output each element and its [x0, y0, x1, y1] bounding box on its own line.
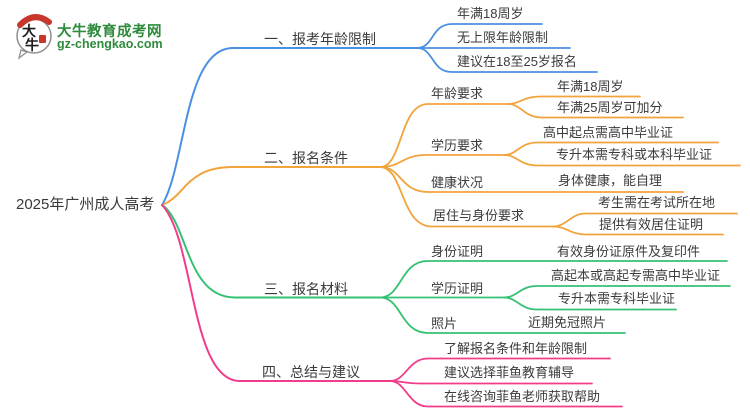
branch1-lines [161, 23, 598, 206]
branch1-leaf2-label: 无上限年龄限制 [457, 30, 549, 45]
branch2-trunk-line [161, 166, 381, 206]
branch4-leaf2-line [389, 380, 593, 385]
branch1-trunk-line [161, 47, 418, 206]
branch2-sub3-label: 健康状况 [431, 175, 484, 190]
branch3-sub1-label: 身份证明 [431, 244, 484, 259]
branch2-sub2-leaf2-label: 专升本需专科或本科毕业证 [556, 147, 713, 162]
branch1-leaf1-label: 年满18周岁 [457, 6, 524, 21]
branch1-label: 一、报考年龄限制 [264, 31, 376, 47]
branch2-sub3-leaf1-label: 身体健康，能自理 [558, 173, 663, 188]
branch3-sub1-line [379, 260, 728, 299]
branch4-leaf3-line [389, 380, 623, 408]
logo-icon-char-top: 大 [22, 23, 36, 39]
branch2-sub4-leaf2-line [552, 225, 724, 236]
branch3-sub2-label: 学历证明 [431, 281, 484, 296]
branch3-sub2-leaf1-label: 高起本或高起专需高中毕业证 [551, 268, 721, 283]
branch4-lines [161, 204, 623, 408]
branch3-trunk-line [161, 204, 381, 299]
branch2-sub2-leaf1-label: 高中起点需高中毕业证 [543, 125, 674, 140]
branch2-sub4-line [379, 166, 554, 228]
branch4-leaf1-label: 了解报名条件和年龄限制 [444, 341, 588, 356]
branch2-lines [161, 95, 741, 236]
branch2-sub4-label: 居住与身份要求 [433, 208, 525, 223]
logo-red-arc [17, 14, 52, 28]
branch3-sub2-leaf2-label: 专升本需专科毕业证 [558, 291, 676, 306]
logo-site-name: 大牛教育成考网 [57, 24, 162, 40]
branch3-sub1-leaf1-label: 有效身份证原件及复印件 [557, 244, 701, 259]
branch3-lines [161, 204, 731, 334]
branch2-sub2-leaf2-line [503, 154, 741, 167]
branch4-leaf1-line [389, 357, 611, 382]
branch4-leaf2-label: 建议选择菲鱼教育辅导 [444, 365, 575, 380]
branch2-sub1-label: 年龄要求 [431, 86, 484, 101]
branch2-sub1-leaf2-line [507, 103, 684, 119]
branch2-label: 二、报名条件 [264, 150, 348, 166]
branch3-sub3-label: 照片 [431, 316, 458, 331]
logo-seal [39, 35, 46, 43]
logo-icon: 大 牛 [16, 14, 52, 60]
logo-bubble-tail [17, 49, 29, 60]
branch3-sub3-line [379, 296, 626, 334]
branch2-sub4-leaf2-label: 提供有效居住证明 [599, 217, 704, 232]
branch4-label: 四、总结与建议 [262, 364, 360, 380]
logo-site-domain: gz-chengkao.com [57, 37, 163, 51]
branch2-sub4-leaf1-label: 考生需在考试所在地 [598, 195, 716, 210]
branch2-sub1-leaf2-label: 年满25周岁可加分 [557, 100, 663, 115]
branch1-leaf3-line [416, 47, 598, 73]
branch3-label: 三、报名材料 [264, 281, 348, 297]
branch4-trunk-line [161, 204, 391, 382]
branch2-sub1-line [379, 103, 509, 168]
branch3-sub3-leaf1-label: 近期免冠照片 [528, 315, 607, 330]
branch2-sub2-label: 学历要求 [431, 138, 484, 153]
branch3-sub2-leaf2-line [503, 296, 677, 311]
branch4-leaf3-label: 在线咨询菲鱼老师获取帮助 [444, 389, 601, 404]
branch2-sub1-leaf1-label: 年满18周岁 [557, 79, 624, 94]
logo-icon-char-bottom: 牛 [25, 37, 39, 53]
branch1-leaf3-label: 建议在18至25岁报名 [457, 54, 577, 69]
root-node: 2025年广州成人高考 [16, 196, 155, 213]
branch2-sub2-line [379, 154, 505, 168]
